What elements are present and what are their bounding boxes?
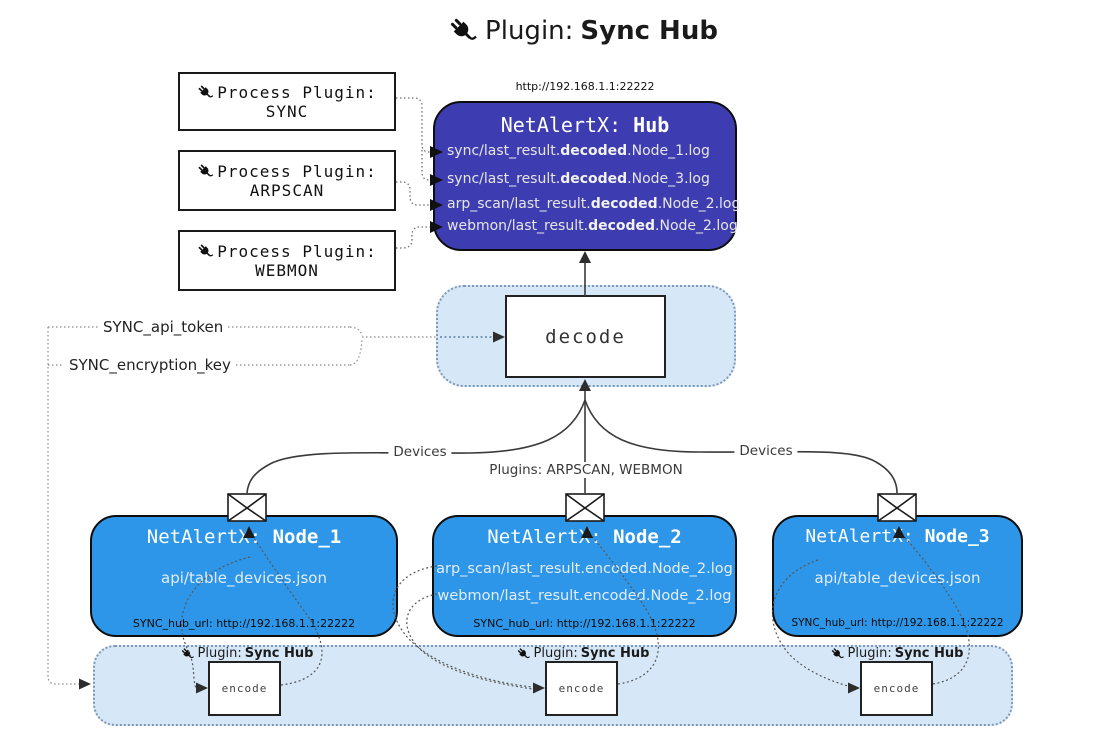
plug-icon [181,647,194,658]
hub-title: NetAlertX: Hub [433,113,737,137]
edge-label-devices-right: Devices [734,443,798,459]
node-hub-url: SYNC_hub_url: http://192.168.1.1:22222 [791,617,1004,629]
process-plugin-name: ARPSCAN [249,180,325,200]
plug-icon [198,244,214,257]
band-plugin-label: Plugin: Sync Hub [181,646,313,661]
node-title: NetAlertX: Node_2 [487,526,682,548]
config-api-token-label: SYNC_api_token [98,318,229,336]
node-title: NetAlertX: Node_1 [146,526,342,548]
hub-box [433,101,737,251]
process-plugin-box-arpscan: Process Plugin: ARPSCAN [178,150,396,211]
edge-label-devices-left: Devices [388,444,452,460]
edge-arpscan-to-hub [396,181,432,206]
process-plugin-name: SYNC [265,101,309,121]
hub-url-label: http://192.168.1.1:22222 [515,80,655,93]
plug-icon [450,18,477,40]
hub-title-prefix: NetAlertX: [500,113,634,137]
arrowhead-into-band [79,678,91,690]
encode-box: encode [860,661,933,716]
edge-label-plugins-middle: Plugins: ARPSCAN, WEBMON [484,462,688,478]
config-encryption-key-label: SYNC_encryption_key [64,356,236,374]
hub-log-line: webmon/last_result.decoded.Node_2.log [447,218,738,234]
plug-icon [198,85,214,98]
node-file-line: api/table_devices.json [814,569,981,587]
hub-title-bold: Hub [633,113,670,137]
hub-log-line: arp_scan/last_result.decoded.Node_2.log [447,196,741,212]
process-plugin-label: Process Plugin: [217,161,377,181]
process-plugin-box-webmon: Process Plugin: WEBMON [178,230,396,291]
node-hub-url: SYNC_hub_url: http://192.168.1.1:22222 [132,617,356,630]
process-plugin-box-sync: Process Plugin: SYNC [178,72,396,131]
decode-box: decode [505,295,666,378]
plug-icon [198,164,214,177]
process-plugin-name: WEBMON [255,260,319,280]
node-file-line: arp_scan/last_result.encoded.Node_2.log [436,561,733,577]
node-file-line: api/table_devices.json [161,569,327,587]
node-hub-url: SYNC_hub_url: http://192.168.1.1:22222 [473,617,696,630]
edge-webmon-to-hub [396,226,432,249]
page-title: Plugin: Sync Hub [448,16,718,46]
node-title: NetAlertX: Node_3 [805,526,990,547]
node-file-line: webmon/last_result.encoded.Node_2.log [437,588,732,604]
edge-sync-to-hub [396,97,433,181]
encode-box: encode [208,661,281,716]
plug-icon [517,647,530,658]
encode-box: encode [545,661,618,716]
band-plugin-label: Plugin: Sync Hub [517,646,649,661]
hub-log-line: sync/last_result.decoded.Node_1.log [447,143,710,159]
hub-log-line: sync/last_result.decoded.Node_3.log [447,171,710,187]
process-plugin-label: Process Plugin: [217,82,377,102]
band-plugin-label: Plugin: Sync Hub [831,646,963,661]
page-title-prefix: Plugin: [485,16,574,46]
plug-icon [831,647,844,658]
process-plugin-label: Process Plugin: [217,241,377,261]
page-title-bold: Sync Hub [580,16,718,46]
